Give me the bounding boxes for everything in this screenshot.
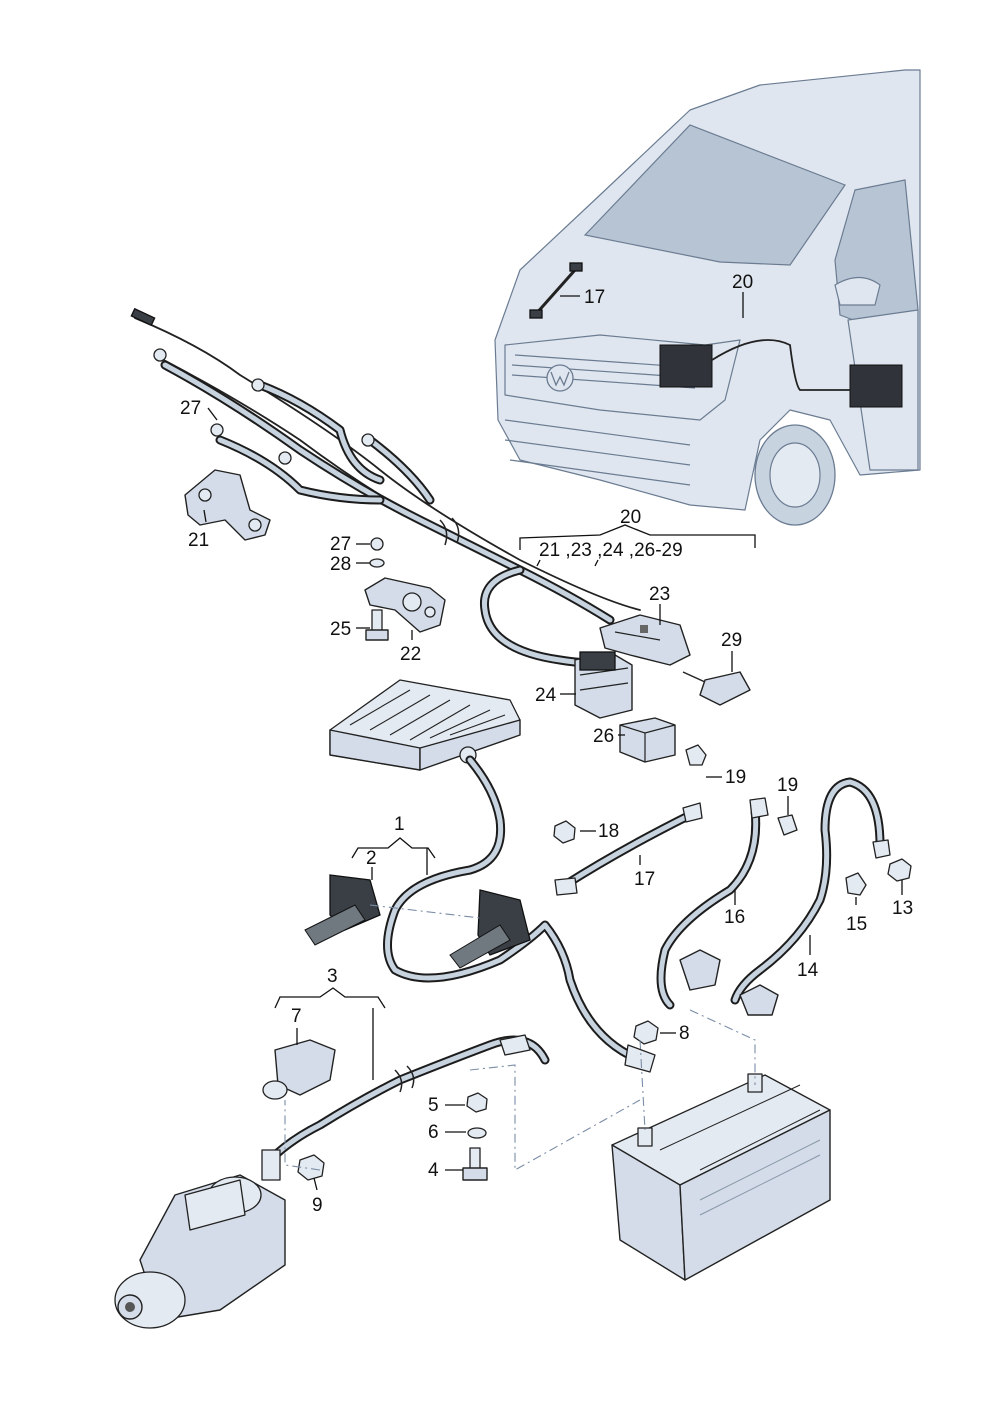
callout-2: 2	[366, 848, 377, 869]
callout-17-top: 17	[584, 287, 605, 308]
nut-9-icon	[297, 1154, 325, 1181]
relay-icon	[619, 717, 676, 763]
callout-4: 4	[428, 1160, 439, 1181]
callout-17: 17	[634, 869, 655, 890]
callout-15: 15	[846, 914, 867, 935]
callout-25: 25	[330, 619, 351, 640]
callout-28: 28	[330, 554, 351, 575]
callout-labels: 20 17 20 21 ,23 ,24 ,26-29 23 29 24 26 2…	[180, 272, 913, 1216]
fuse-box-icon	[329, 679, 521, 771]
ground-strap-icon	[554, 802, 703, 896]
callout-20-sub: 21 ,23 ,24 ,26-29	[539, 540, 683, 561]
nut-5-icon	[466, 1092, 488, 1113]
callout-20-top: 20	[732, 272, 753, 293]
callout-7: 7	[291, 1006, 302, 1027]
callout-6: 6	[428, 1122, 439, 1143]
nut-8-icon	[633, 1020, 659, 1045]
relay-socket-icon	[574, 651, 633, 719]
terminal-boot-icon	[262, 1039, 336, 1100]
terminal-bracket-icon	[364, 577, 446, 633]
callout-8: 8	[679, 1023, 690, 1044]
bolt-25-icon	[365, 609, 389, 641]
callout-22: 22	[400, 644, 421, 665]
van-icon	[494, 69, 921, 526]
starter-cable-icon	[261, 1034, 550, 1181]
battery-negative-cable-14-icon	[730, 777, 891, 1016]
callout-5: 5	[428, 1095, 439, 1116]
callout-13: 13	[892, 898, 913, 919]
callout-1: 1	[394, 814, 405, 835]
callout-19-b: 19	[777, 775, 798, 796]
nut-18-icon	[553, 820, 576, 844]
callout-19-a: 19	[725, 767, 746, 788]
leader-lines	[203, 292, 903, 1191]
bolt-19b-icon	[777, 814, 798, 836]
callout-16: 16	[724, 907, 745, 928]
cable-grommet-icon	[304, 874, 531, 969]
battery-positive-cable-icon	[383, 746, 656, 1073]
fuse-icon	[682, 671, 751, 706]
callout-3: 3	[327, 966, 338, 987]
callout-9: 9	[312, 1195, 323, 1216]
callout-26: 26	[593, 726, 614, 747]
callout-20-group: 20	[620, 507, 641, 528]
bolt-19a-icon	[685, 744, 707, 766]
callout-24: 24	[535, 685, 557, 706]
nut-27b-icon	[370, 537, 384, 551]
control-unit-icon	[659, 344, 713, 388]
bolt-4-icon	[462, 1147, 488, 1181]
callout-27-a: 27	[180, 398, 201, 419]
battery-icon	[611, 1073, 831, 1281]
nut-27-icon	[210, 423, 224, 437]
callout-29: 29	[721, 630, 742, 651]
washer-6-icon	[467, 1127, 487, 1139]
callout-14: 14	[797, 960, 819, 981]
fuse-holder-icon	[599, 614, 691, 666]
nut-13-icon	[887, 858, 912, 882]
mirror-icon	[834, 276, 881, 306]
callout-23: 23	[649, 584, 670, 605]
battery-negative-cable-16-icon	[656, 797, 769, 1010]
starter-motor-icon	[114, 1174, 286, 1329]
callout-18: 18	[598, 821, 619, 842]
washer-28-icon	[369, 558, 385, 568]
battery-terminal-clamp-icon	[184, 469, 271, 541]
callout-21: 21	[188, 530, 209, 551]
bolt-15-icon	[845, 872, 867, 896]
callout-27-b: 27	[330, 534, 351, 555]
